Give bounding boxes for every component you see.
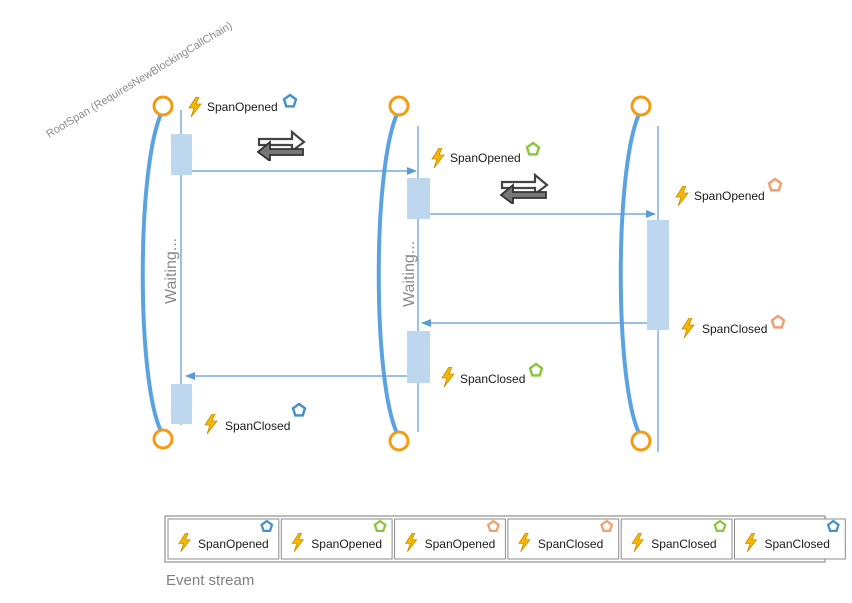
pentagon-green-icon: [528, 362, 544, 377]
pentagon-orange-icon: [767, 177, 783, 192]
stream-event-cell: SpanOpened: [280, 518, 393, 560]
activation-a1: [171, 134, 192, 175]
stream-event-label: SpanClosed: [651, 537, 716, 551]
event-stream-cells: SpanOpened SpanOpened SpanOpened SpanClosed…: [167, 518, 846, 560]
event-label: SpanClosed: [460, 372, 525, 386]
stream-event-label: SpanOpened: [311, 537, 382, 551]
pentagon-orange-icon: [486, 519, 500, 533]
lifeline-1: Waiting...: [140, 95, 192, 450]
lifeline-3: [618, 95, 669, 452]
sync-swap-icon-1: [256, 130, 306, 161]
span-b-bracket: [376, 109, 401, 438]
stream-cell-box: [620, 518, 733, 560]
span-a-start-node: [152, 95, 174, 117]
activation-c: [647, 220, 669, 330]
lightning-icon: [675, 186, 689, 206]
event-span-c-opened: SpanOpened: [675, 177, 783, 206]
pentagon-orange-icon: [770, 314, 786, 329]
lightning-icon: [204, 414, 218, 434]
event-span-b-opened: SpanOpened: [431, 141, 541, 168]
event-label: SpanClosed: [702, 322, 767, 336]
activation-b2: [407, 331, 430, 383]
root-span-label: RootSpan (RequiresNewBlockingCallChain): [44, 20, 234, 141]
event-label: SpanOpened: [450, 151, 521, 165]
event-label: SpanOpened: [207, 100, 278, 114]
waiting-label-1: Waiting...: [163, 238, 180, 304]
lightning-icon: [431, 148, 445, 168]
lightning-icon: [681, 318, 695, 338]
stream-cell-box: [507, 518, 620, 560]
stream-event-cell: SpanClosed: [734, 518, 846, 560]
sync-swap-icon-2: [499, 173, 549, 204]
stream-cell-box: [394, 518, 506, 560]
pentagon-green-icon: [525, 141, 541, 156]
span-c-start-node: [630, 95, 652, 117]
pentagon-blue-icon: [282, 93, 298, 108]
pentagon-blue-icon: [260, 519, 274, 533]
stream-event-label: SpanOpened: [198, 537, 269, 551]
stream-cell-box: [280, 518, 393, 560]
stream-cell-box: [167, 518, 280, 560]
span-a-bracket: [140, 109, 165, 437]
pentagon-blue-icon: [826, 519, 840, 533]
event-span-c-closed: SpanClosed: [681, 314, 786, 338]
stream-event-label: SpanClosed: [538, 537, 603, 551]
stream-event-cell: SpanOpened: [394, 518, 506, 560]
event-stream-caption: Event stream: [166, 572, 254, 589]
lifeline-2: Waiting...: [376, 95, 430, 452]
stream-event-cell: SpanClosed: [507, 518, 620, 560]
event-span-a-opened: SpanOpened: [188, 93, 298, 117]
stream-event-cell: SpanOpened: [167, 518, 280, 560]
pentagon-blue-icon: [291, 402, 307, 417]
span-c-end-node: [630, 430, 652, 452]
activation-b1: [407, 178, 430, 219]
lightning-icon: [441, 367, 455, 387]
event-stream: SpanOpened SpanOpened SpanOpened SpanClosed…: [164, 515, 846, 589]
stream-event-label: SpanOpened: [425, 537, 496, 551]
activation-a2: [171, 384, 192, 424]
event-label: SpanClosed: [225, 419, 290, 433]
span-b-end-node: [388, 430, 410, 452]
pentagon-orange-icon: [600, 519, 614, 533]
span-a-end-node: [152, 428, 174, 450]
lightning-icon: [188, 97, 202, 117]
waiting-label-2: Waiting...: [401, 241, 418, 307]
span-c-bracket: [618, 109, 643, 438]
pentagon-green-icon: [373, 519, 387, 533]
pentagon-green-icon: [713, 519, 727, 533]
stream-event-cell: SpanClosed: [620, 518, 733, 560]
stream-cell-box: [734, 518, 846, 560]
event-span-a-closed: SpanClosed: [204, 402, 307, 434]
stream-event-label: SpanClosed: [765, 537, 830, 551]
event-label: SpanOpened: [694, 189, 765, 203]
span-b-start-node: [388, 95, 410, 117]
event-span-b-closed: SpanClosed: [441, 362, 544, 387]
